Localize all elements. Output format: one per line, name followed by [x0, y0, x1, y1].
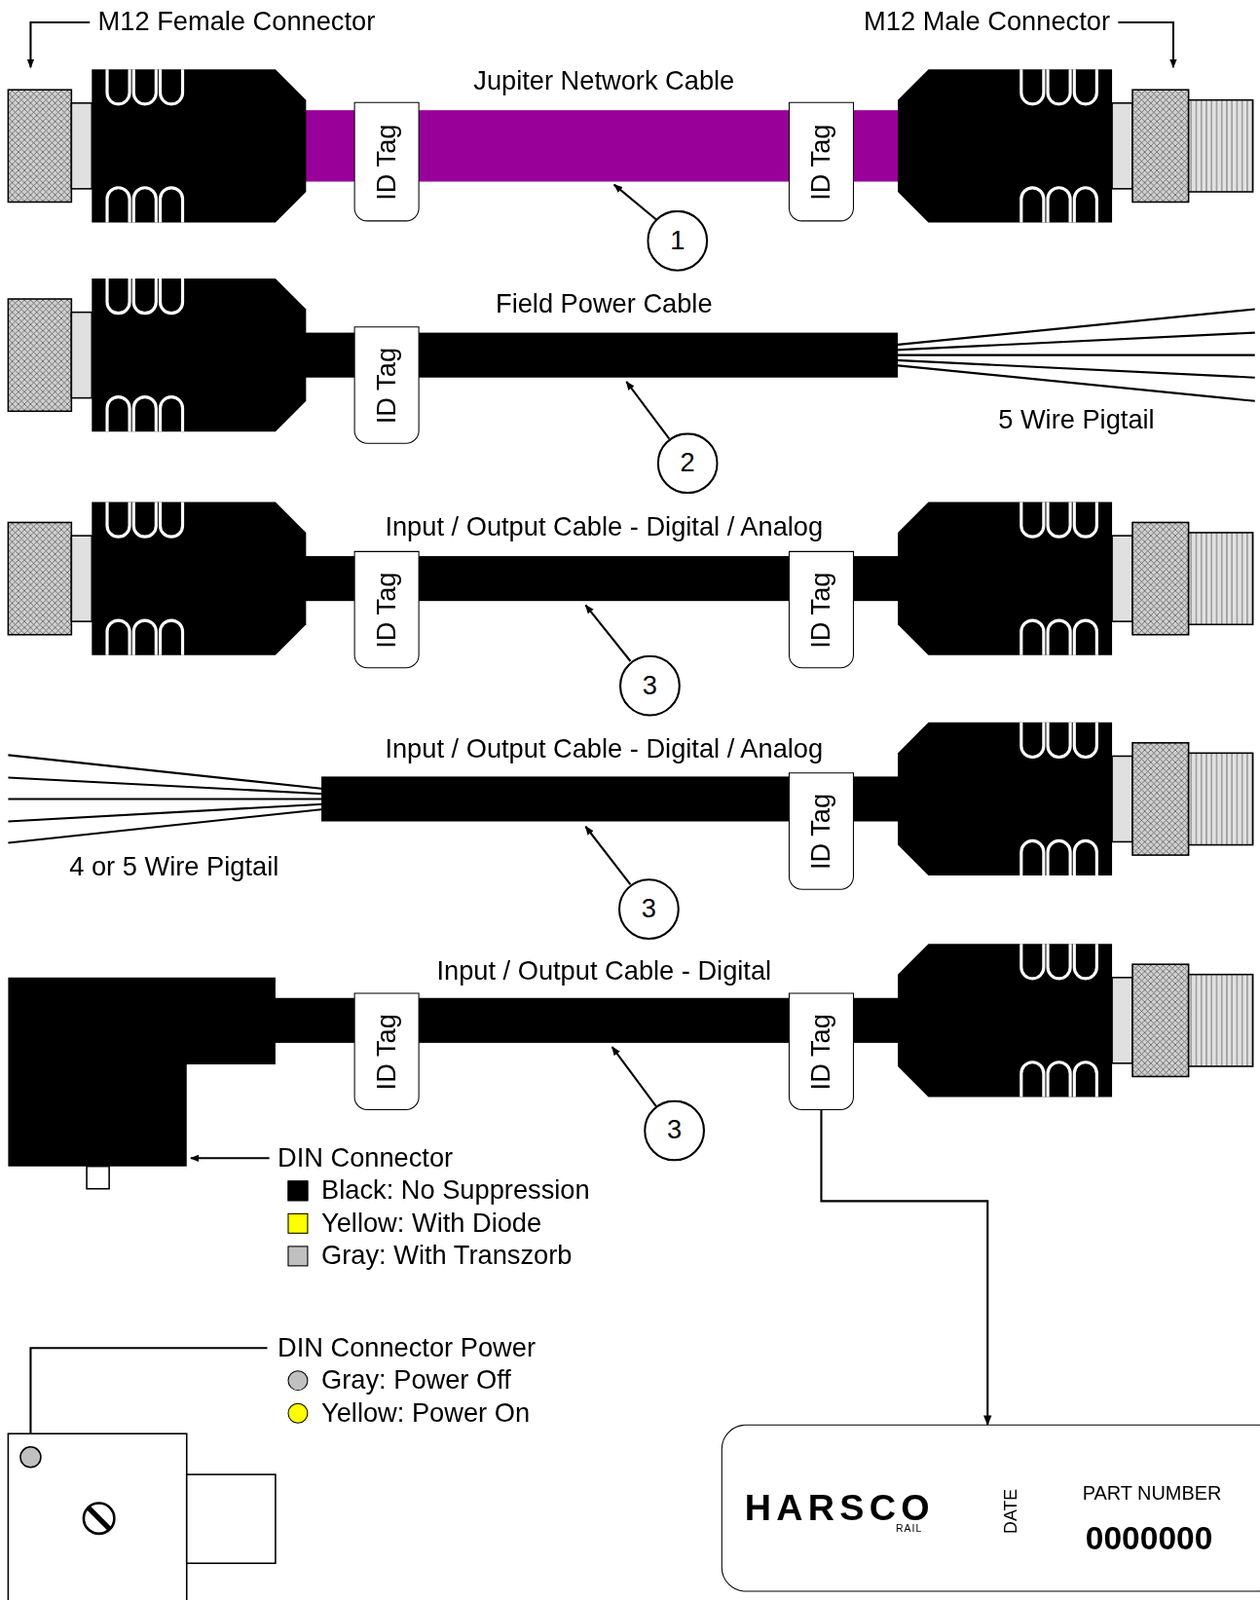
- callout-number: 1: [669, 225, 685, 257]
- callout-circle: 3: [643, 1100, 705, 1162]
- callout-number: 2: [680, 447, 696, 479]
- id-tag: ID Tag: [354, 551, 420, 669]
- tag-text: ID Tag: [370, 1013, 402, 1090]
- logo-subtitle: RAIL: [895, 1522, 923, 1535]
- callout-number: 3: [642, 669, 658, 701]
- cable-title: Input / Output Cable - Digital: [436, 956, 772, 987]
- din-label: DIN Connector Power: [277, 1333, 536, 1364]
- legend-dot: [287, 1370, 308, 1391]
- tag-text: ID Tag: [806, 1013, 837, 1090]
- cable-title: Input / Output Cable - Digital / Analog: [384, 733, 823, 764]
- din-label: DIN Connector: [277, 1143, 453, 1174]
- cable-title: Input / Output Cable - Digital / Analog: [384, 512, 823, 543]
- connector-label: M12 Female Connector: [98, 6, 376, 38]
- legend-text: Yellow: With Diode: [321, 1208, 542, 1239]
- field-heading: PART NUMBER: [1082, 1482, 1223, 1506]
- id-tag: ID Tag: [354, 326, 420, 445]
- callout-circle: 1: [646, 210, 708, 272]
- connector-label: M12 Male Connector: [863, 6, 1111, 38]
- tag-text: ID Tag: [806, 792, 837, 869]
- id-tag: ID Tag: [788, 772, 854, 890]
- legend-text: Black: No Suppression: [321, 1175, 591, 1206]
- legend-text: Gray: Power Off: [321, 1365, 512, 1396]
- legend-swatch: [287, 1180, 308, 1201]
- id-tag: ID Tag: [354, 102, 420, 223]
- pigtail-label: 4 or 5 Wire Pigtail: [69, 852, 279, 883]
- callout-circle: 2: [657, 432, 719, 494]
- id-tag: ID Tag: [788, 993, 854, 1112]
- callout-circle: 3: [618, 878, 680, 940]
- callout-circle: 3: [619, 655, 681, 717]
- tag-text: ID Tag: [806, 123, 837, 200]
- date-field: DATE: [1000, 1488, 1021, 1534]
- id-tag: ID Tag: [788, 551, 854, 669]
- legend-text: Yellow: Power On: [321, 1398, 530, 1429]
- id-tag: ID Tag: [354, 993, 420, 1112]
- tag-text: ID Tag: [370, 123, 402, 200]
- tag-text: ID Tag: [370, 346, 402, 423]
- legend-swatch: [287, 1245, 308, 1266]
- legend-dot: [287, 1403, 308, 1424]
- id-tag: ID Tag: [788, 102, 854, 223]
- tag-text: ID Tag: [806, 571, 837, 648]
- cable-title: Field Power Cable: [495, 289, 713, 320]
- legend-text: Gray: With Transzorb: [321, 1240, 572, 1271]
- tag-text: ID Tag: [370, 571, 402, 648]
- company-logo: HARSCO: [744, 1485, 935, 1528]
- pigtail-label: 5 Wire Pigtail: [998, 405, 1154, 436]
- part-number: 0000000: [1085, 1519, 1214, 1558]
- legend-swatch: [287, 1213, 308, 1234]
- cable-title: Jupiter Network Cable: [473, 66, 735, 97]
- callout-number: 3: [641, 893, 657, 925]
- part-label-card: HARSCORAIL DATE PART NUMBER 0000000: [721, 1424, 1260, 1593]
- callout-number: 3: [667, 1114, 682, 1146]
- leader-line: [820, 1110, 988, 1425]
